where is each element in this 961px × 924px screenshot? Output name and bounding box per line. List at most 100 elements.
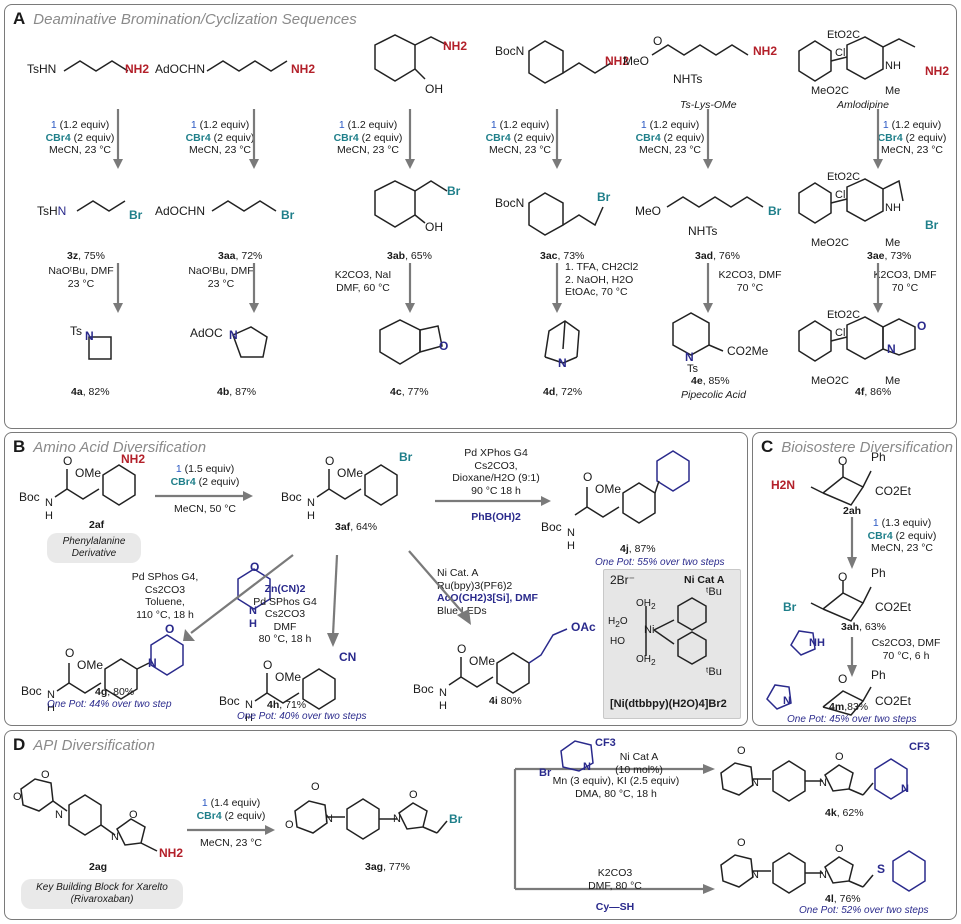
c-mid-cage: [810, 581, 872, 622]
b-arrow-ni: [408, 550, 471, 625]
c-mid-ph: Ph: [871, 566, 886, 580]
a2-conditions: 1 (1.2 equiv) CBr4 (2 equiv) MeCN, 23 °C: [185, 119, 255, 156]
d-mid-n2: N: [393, 813, 401, 825]
dihydrobenzofuran: [379, 319, 443, 365]
b-4g-label: 4g, 80%: [95, 686, 135, 698]
c-sm-label: 2ah: [843, 505, 862, 517]
d-mid-struct: [294, 798, 448, 840]
d-4k-o1: O: [737, 745, 746, 757]
piperidine-ring: [672, 312, 724, 356]
a1-p2-label: 4a, 82%: [71, 386, 110, 398]
ni-cat-formula: [Ni(dtbbpy)(H2O)4]Br2: [610, 698, 727, 710]
d-sm-n2: N: [111, 831, 119, 843]
a4-conditions: 1 (1.2 equiv) CBr4 (2 equiv) MeCN, 23 °C: [485, 119, 555, 156]
b-sm-o: O: [63, 454, 73, 468]
d-4k-npyr: N: [901, 783, 909, 795]
a1-sm-chain: [63, 60, 129, 72]
b-4h-label: 4h, 71%: [267, 699, 307, 711]
c-p-onepot: One Pot: 45% over two steps: [787, 714, 917, 725]
b-sm-name: Phenylalanine Derivative: [47, 533, 141, 563]
a3-p2-o: O: [439, 339, 449, 353]
azetidine-ring: [88, 336, 112, 360]
c-arrow-1: [847, 517, 857, 569]
b-4h-ome: OMe: [275, 670, 302, 684]
b-4i-ome: OMe: [469, 654, 496, 668]
d-mid-n1: N: [325, 813, 333, 825]
a1-sm: TsHN: [27, 62, 57, 76]
d-bot-reagent: Cy—SH: [595, 901, 635, 913]
b-4j-boc: Boc: [541, 520, 562, 534]
d-4k-n2: N: [819, 777, 827, 789]
d-4k-struct: [720, 758, 908, 802]
b-morph-o: O: [250, 560, 260, 574]
c-p-co2et: CO2Et: [875, 694, 912, 708]
a6-sm-rings: [798, 36, 916, 82]
d-mid-br: Br: [449, 812, 463, 826]
b-cond-solvent: MeCN, 50 °C: [174, 503, 236, 515]
a6-p1-label: 3ae, 73%: [867, 250, 912, 262]
d-mid-label: 3ag, 77%: [365, 861, 410, 873]
ni-complex-struct: [645, 597, 707, 665]
d-sm-nh2: NH2: [159, 846, 184, 860]
a6-p2-n: N: [887, 342, 896, 356]
a3-p1-oh: OH: [425, 220, 443, 234]
ni-cat-2br: 2Br⁻: [610, 573, 636, 587]
a2-p1-br: Br: [281, 208, 295, 222]
a2-sm: AdOCHN: [155, 62, 206, 76]
ni-cat-title: Ni Cat A: [684, 574, 725, 586]
a6-sm-name: Amlodipine: [837, 99, 889, 111]
b-4j-struct: [574, 450, 690, 524]
ni-cat-oh2-2: H2O: [608, 616, 628, 629]
c-p-ph: Ph: [871, 668, 886, 682]
a3-p2-label: 4c, 77%: [390, 386, 429, 398]
d-arrow-1: [187, 825, 275, 835]
a5-p1-label: 3ad, 76%: [695, 250, 740, 262]
a6-p2-rings: [798, 316, 916, 362]
d-4l-o1: O: [737, 837, 746, 849]
d-4l-o2: O: [835, 843, 844, 855]
b-4h-cn: CN: [339, 650, 357, 664]
c-sm-ph: Ph: [871, 450, 886, 464]
a6-sm-me: Me: [885, 85, 901, 97]
a6-p1-cl: Cl: [835, 189, 846, 201]
a5-p1-br: Br: [768, 204, 782, 218]
a4-p2-n: N: [558, 356, 567, 370]
a6-p1-meo: MeO2C: [811, 237, 849, 249]
ni-cat-a-box: Ni Cat A 2Br⁻ ᵗBu ᵗBu OH2 H2O Ni HO OH2 …: [603, 569, 741, 719]
b-4g-boc: Boc: [21, 684, 42, 698]
c-mid-o: O: [838, 570, 848, 584]
a6-sm-meo: MeO2C: [811, 85, 849, 97]
d-mid-o3: O: [409, 789, 418, 801]
c-sm-h2n: H2N: [771, 478, 796, 492]
d-reag-n: N: [583, 761, 591, 773]
a4-p1-br: Br: [597, 190, 611, 204]
a1-p1-chain: [76, 200, 126, 212]
a4-p2-label: 4d, 72%: [543, 386, 583, 398]
d-4k-o2: O: [835, 751, 844, 763]
a3-p1-br: Br: [447, 184, 461, 198]
b-4i-o: O: [457, 642, 467, 656]
a6-sm-cl: Cl: [835, 47, 846, 59]
d-branch-arrows: [513, 764, 715, 894]
b-sm-ome: OMe: [75, 466, 102, 480]
d-sm-struct: [20, 778, 158, 852]
b-4i-oac: OAc: [571, 620, 596, 634]
a4-arrow-1: [552, 109, 562, 169]
c-p-o: O: [838, 672, 848, 686]
a4-sm-nh2: NH2: [605, 54, 630, 68]
morpholine-reagent: [237, 568, 271, 610]
a5-p2-name: Pipecolic Acid: [681, 389, 746, 401]
c-p-n: N: [783, 695, 791, 707]
a2-sm-nh2: NH2: [291, 62, 316, 76]
a3-arrow-1: [405, 109, 415, 169]
b-4h-boc: Boc: [219, 694, 240, 708]
